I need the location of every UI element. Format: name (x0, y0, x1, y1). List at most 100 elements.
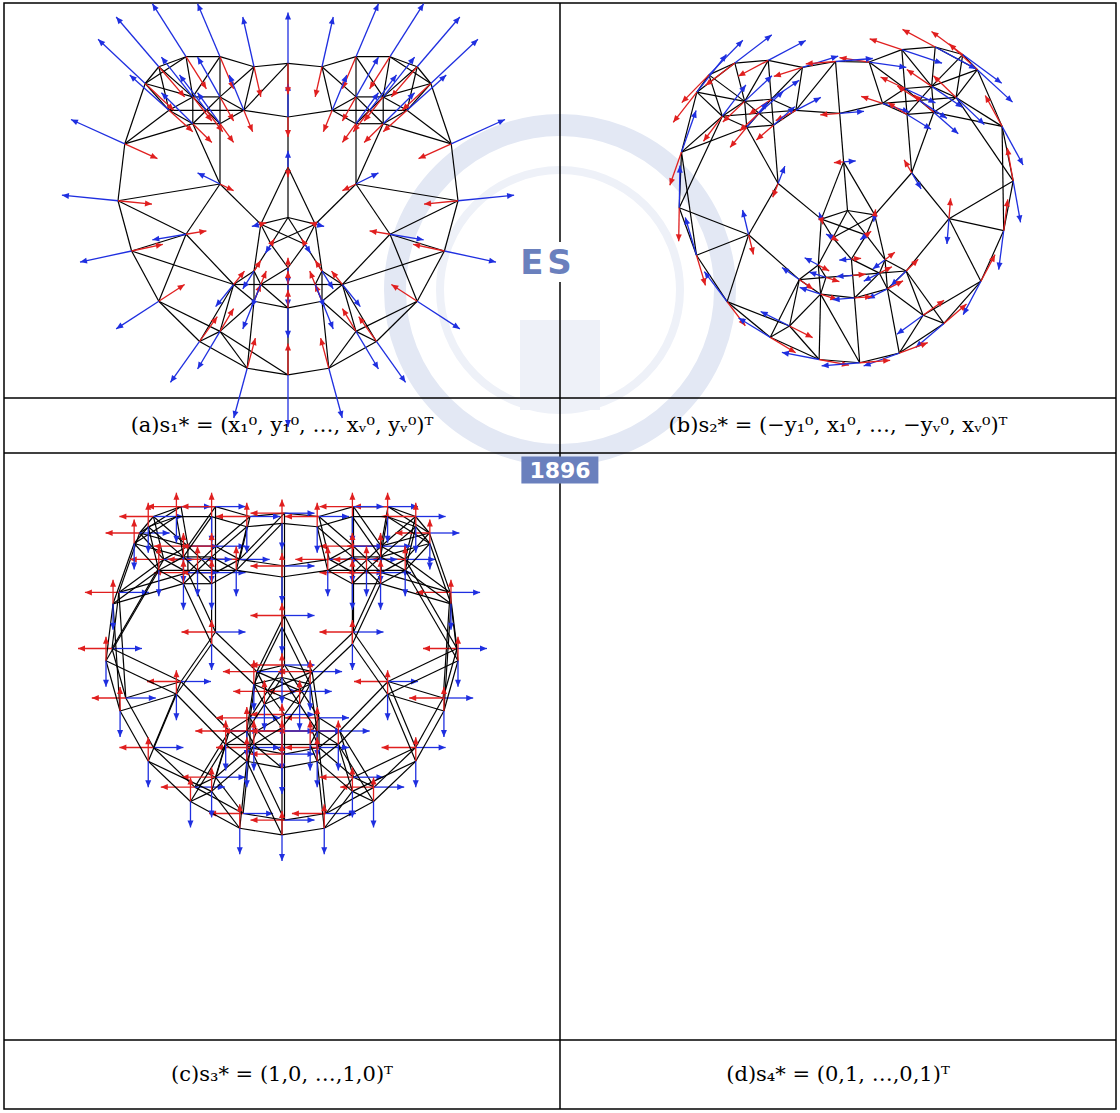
mesh-edge (352, 584, 353, 644)
arrow-head (340, 784, 347, 790)
arrow-head (131, 563, 137, 570)
vector-arrow (933, 76, 956, 98)
arrow-head (209, 493, 215, 500)
arrow-head (152, 4, 158, 12)
arrow-head (354, 299, 361, 306)
mesh-edge (860, 353, 900, 363)
vector-arrow (879, 267, 892, 273)
mesh-edge (216, 517, 251, 547)
mesh-edge (250, 748, 285, 821)
arrow-head (684, 217, 690, 225)
arrow-head (349, 810, 355, 817)
arrow-head (792, 80, 799, 86)
mesh-edge (246, 731, 247, 761)
arrow-head (307, 764, 313, 771)
mesh-edge (322, 57, 356, 67)
arrow-head (279, 854, 285, 861)
arrow-head (145, 200, 152, 206)
arrow-head (413, 503, 419, 510)
arrow-head (701, 278, 707, 286)
mesh-edge (261, 284, 288, 285)
mesh-edge (944, 281, 981, 323)
mesh-edge (216, 777, 244, 813)
vector-arrow (899, 343, 928, 353)
arrow-head (831, 235, 839, 241)
arrow-head (677, 166, 683, 173)
arrow-head (279, 646, 285, 653)
arrow-head (243, 321, 249, 329)
mesh-edge (282, 678, 300, 705)
vector-arrow (923, 300, 944, 315)
mesh-edge (282, 523, 317, 526)
arrow-head (119, 514, 126, 520)
arrow-head (92, 695, 99, 701)
arrow-head (228, 113, 234, 121)
arrow-head (354, 679, 361, 685)
face-mesh (103, 493, 461, 861)
arrow-head (371, 777, 377, 784)
arrow-head (205, 135, 212, 142)
arrow-head (809, 271, 817, 277)
arrow-head (216, 299, 223, 306)
arrow-head (416, 236, 423, 242)
arrow-head (180, 560, 186, 567)
arrow-head (904, 160, 910, 168)
mesh-edge (113, 570, 159, 604)
arrow-head (285, 13, 291, 20)
arrow-head (780, 166, 786, 174)
arrow-head (439, 514, 446, 520)
mesh-edge (923, 281, 981, 315)
arrow-head (323, 124, 329, 132)
arrow-head (423, 646, 430, 652)
arrow-head (279, 499, 285, 506)
arrow-head (945, 237, 951, 244)
arrow-head (252, 299, 258, 307)
arrow-head (782, 351, 789, 357)
arrow-head (279, 811, 285, 818)
vector-arrow (310, 271, 315, 284)
mesh-edge (912, 112, 934, 172)
arrow-head (934, 58, 942, 64)
mesh-edge (322, 67, 332, 111)
arrow-head (765, 76, 772, 83)
arrow-head (342, 185, 350, 191)
arrow-head (261, 680, 267, 687)
mesh-edge (332, 110, 356, 123)
arrow-head (466, 695, 473, 701)
arrow-head (764, 35, 771, 42)
mesh-edge (319, 748, 354, 778)
mesh-edge (451, 144, 458, 201)
mesh-edge (125, 124, 193, 144)
mesh-edge (312, 632, 353, 672)
mesh-edge (206, 110, 243, 111)
arrow-head (723, 115, 730, 122)
mesh-edge (181, 632, 216, 682)
arrow-head (285, 514, 292, 520)
arrow-head (774, 71, 782, 77)
mesh-edge (285, 814, 326, 821)
arrow-head (251, 338, 257, 346)
arrow-head (730, 140, 737, 147)
arrow-head (259, 222, 267, 228)
mesh-edge (354, 573, 382, 632)
arrow-head (285, 151, 291, 158)
mesh-edge (113, 604, 120, 711)
arrow-head (818, 217, 824, 225)
arrow-head (1016, 215, 1022, 222)
vector-arrow (870, 39, 902, 50)
mesh-edge (106, 604, 113, 661)
arrow-head (251, 613, 258, 619)
arrow-head (413, 546, 419, 553)
mesh-edge (287, 117, 288, 167)
arrow-head (155, 243, 162, 249)
arrow-head (199, 229, 206, 235)
mesh-edge (356, 301, 417, 331)
mesh-edge (887, 289, 923, 315)
arrow-head (800, 287, 808, 293)
mesh-edge (366, 570, 405, 571)
face-meshes (62, 4, 1023, 861)
vector-arrow (932, 32, 963, 55)
arrow-head (244, 707, 250, 714)
mesh-edge (388, 517, 430, 544)
arrow-head (251, 703, 257, 710)
